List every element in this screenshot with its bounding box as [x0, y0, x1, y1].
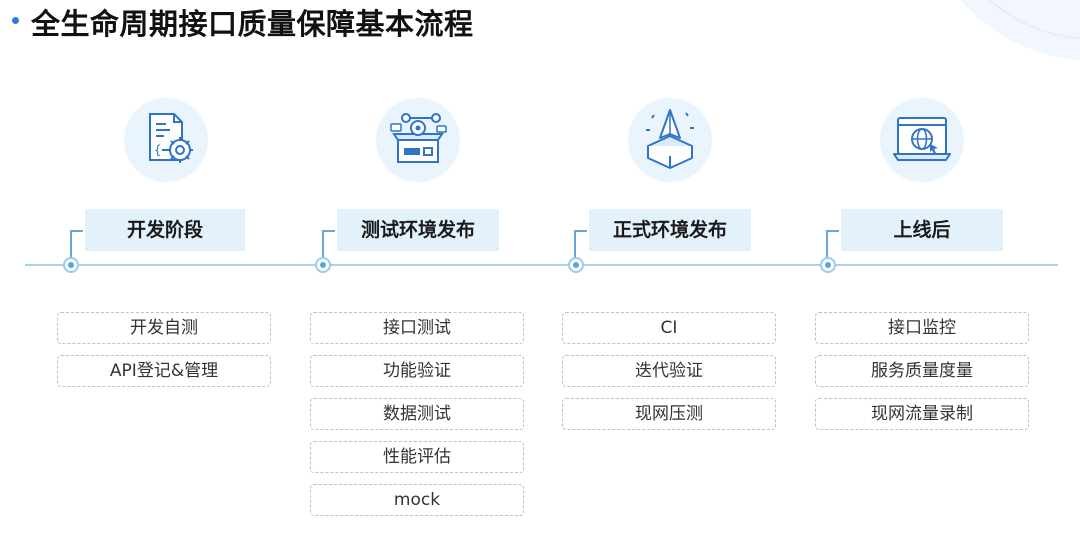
- stage-dev: { 开发阶段 开发自测 API登记&管理: [50, 0, 310, 536]
- timeline-node: [568, 257, 584, 273]
- timeline-node: [820, 257, 836, 273]
- list-item: 接口监控: [815, 312, 1029, 344]
- title-bullet: [12, 17, 19, 24]
- stage-items: CI 迭代验证 现网压测: [562, 312, 776, 441]
- list-item: 现网流量录制: [815, 398, 1029, 430]
- test-machine-icon: [376, 98, 460, 182]
- list-item: 迭代验证: [562, 355, 776, 387]
- stage-bracket: [826, 230, 839, 258]
- stage-items: 接口监控 服务质量度量 现网流量录制: [815, 312, 1029, 441]
- corner-decoration: [960, 0, 1080, 60]
- stage-prod-env: 正式环境发布 CI 迭代验证 现网压测: [556, 0, 816, 536]
- list-item: 功能验证: [310, 355, 524, 387]
- stage-bracket: [322, 230, 335, 258]
- timeline-node: [315, 257, 331, 273]
- stage-label: 上线后: [841, 209, 1003, 251]
- list-item: 接口测试: [310, 312, 524, 344]
- list-item: API登记&管理: [57, 355, 271, 387]
- stage-label: 测试环境发布: [337, 209, 499, 251]
- list-item: 开发自测: [57, 312, 271, 344]
- stage-bracket: [574, 230, 587, 258]
- list-item: 服务质量度量: [815, 355, 1029, 387]
- timeline-line: [25, 264, 1058, 266]
- timeline-node: [63, 257, 79, 273]
- list-item: CI: [562, 312, 776, 344]
- svg-text:{: {: [154, 143, 161, 157]
- list-item: 现网压测: [562, 398, 776, 430]
- globe-monitor-icon: [880, 98, 964, 182]
- page-title: 全生命周期接口质量保障基本流程: [31, 7, 474, 41]
- document-gear-icon: {: [124, 98, 208, 182]
- stage-items: 开发自测 API登记&管理: [57, 312, 271, 398]
- stage-label: 开发阶段: [85, 209, 245, 251]
- stage-label: 正式环境发布: [589, 209, 751, 251]
- list-item: 数据测试: [310, 398, 524, 430]
- stage-test-env: 测试环境发布 接口测试 功能验证 数据测试 性能评估 mock: [303, 0, 563, 536]
- paper-plane-box-icon: [628, 98, 712, 182]
- list-item: mock: [310, 484, 524, 516]
- stage-items: 接口测试 功能验证 数据测试 性能评估 mock: [310, 312, 524, 527]
- list-item: 性能评估: [310, 441, 524, 473]
- stage-bracket: [70, 230, 83, 258]
- stage-post-launch: 上线后 接口监控 服务质量度量 现网流量录制: [809, 0, 1069, 536]
